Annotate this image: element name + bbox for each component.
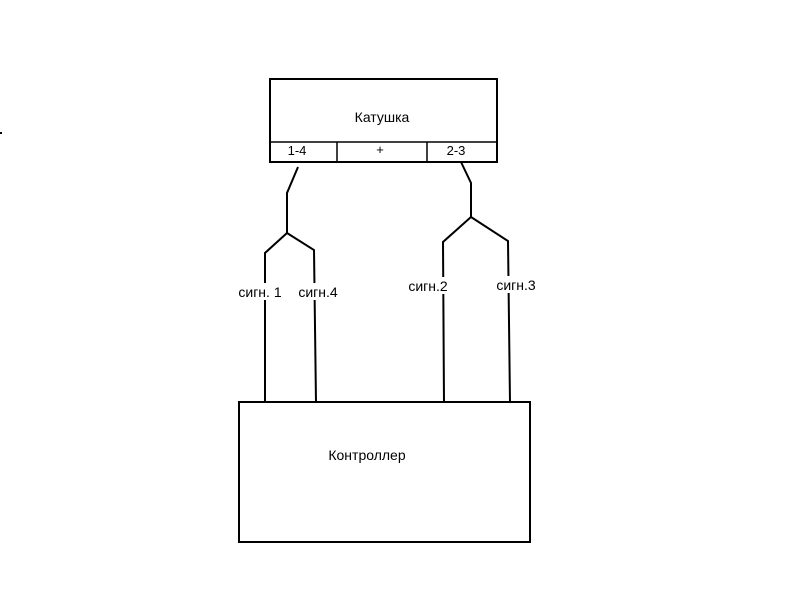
signal-4-label-bg <box>294 283 342 300</box>
coil-block: Катушка 1-4 + 2-3 <box>269 78 498 163</box>
signal-3-label: сигн.3 <box>496 277 536 293</box>
signal-1-label: сигн. 1 <box>238 284 281 300</box>
wire-signal-1 <box>264 232 288 403</box>
wire-2-3-stem <box>460 161 472 217</box>
coil-terminal-2-3: 2-3 <box>447 143 466 158</box>
signal-3-label-bg <box>492 276 540 293</box>
coil-terminal-1-4: 1-4 <box>288 143 307 158</box>
wire-signal-2 <box>441 216 472 404</box>
controller-block: Контроллер <box>238 401 531 543</box>
signal-2-label-bg <box>404 277 452 294</box>
coil-box <box>269 78 498 163</box>
signal-1-label-bg <box>234 283 286 300</box>
signal-4-label: сигн.4 <box>298 284 338 300</box>
coil-title: Катушка <box>355 109 410 125</box>
wire-group-1-4 <box>264 166 317 404</box>
wire-1-4-stem <box>286 166 299 233</box>
controller-title: Контроллер <box>328 447 405 463</box>
signal-2-label: сигн.2 <box>408 278 448 294</box>
controller-box <box>238 401 531 543</box>
wire-group-2-3 <box>441 161 511 404</box>
stray-dot <box>0 132 2 134</box>
wire-signal-4 <box>286 232 317 404</box>
coil-terminal-plus: + <box>376 142 384 157</box>
wire-signal-3 <box>470 216 511 404</box>
signal-labels: сигн. 1 сигн.4 сигн.2 сигн.3 <box>234 276 540 300</box>
